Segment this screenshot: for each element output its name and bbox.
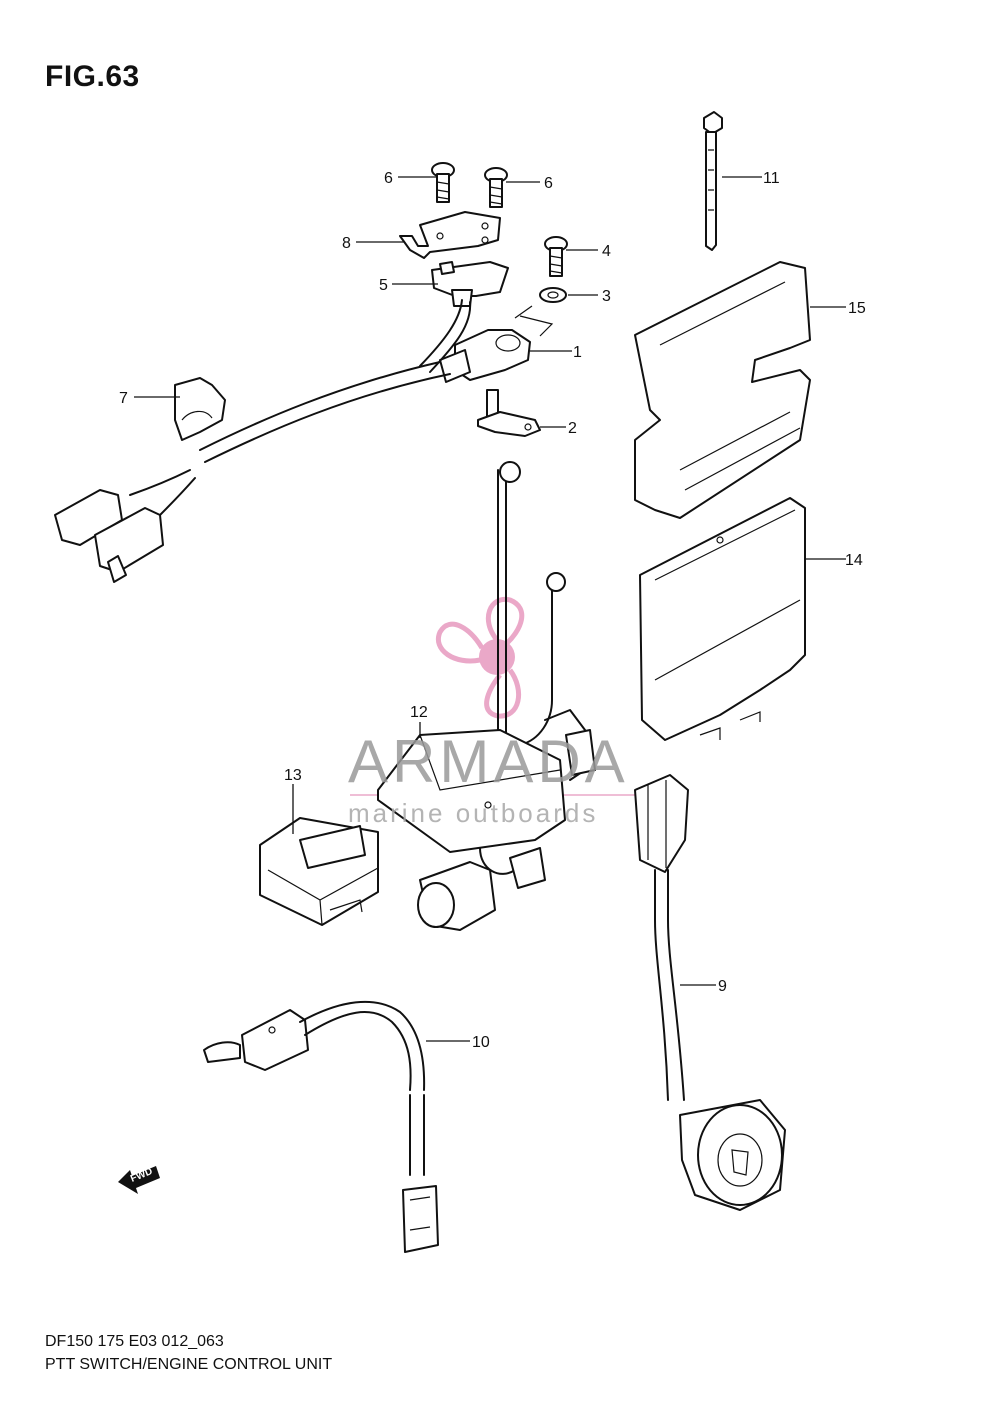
label-part-3: 3	[602, 288, 611, 305]
label-part-6-right: 6	[544, 175, 553, 192]
screw-part-4	[544, 236, 568, 277]
relay-part-13	[259, 817, 379, 926]
label-part-9: 9	[718, 978, 727, 995]
screw-part-6-right	[484, 167, 508, 208]
label-part-6-left: 6	[384, 170, 393, 187]
label-part-5: 5	[379, 277, 388, 294]
label-part-2: 2	[568, 420, 577, 437]
washer-part-3	[539, 287, 567, 303]
sensor-harness	[54, 299, 472, 583]
label-part-15: 15	[848, 300, 866, 317]
clamp-part-7	[174, 377, 226, 441]
label-part-10: 10	[472, 1034, 490, 1051]
label-part-11: 11	[763, 170, 780, 187]
watermark-brand: ARMADA	[348, 728, 629, 795]
harness-part-9	[634, 774, 786, 1211]
ecu-part-14	[639, 497, 806, 741]
figure-caption: PTT SWITCH/ENGINE CONTROL UNIT	[45, 1356, 333, 1373]
label-part-14: 14	[845, 552, 863, 569]
watermark-tagline: marine outboards	[348, 798, 598, 828]
screw-part-6-left	[431, 162, 455, 203]
bracket-part-8	[399, 211, 501, 259]
label-part-4: 4	[602, 243, 611, 260]
trim-sensor-part-1	[439, 305, 554, 383]
micro-switch-part-5	[431, 261, 509, 307]
figure-code: DF150 175 E03 012_063	[45, 1333, 224, 1350]
label-part-1: 1	[573, 344, 582, 361]
figure-title: FIG.63	[45, 60, 140, 93]
harness-part-10	[203, 1000, 439, 1253]
label-part-7: 7	[119, 390, 128, 407]
cable-tie-part-11	[703, 111, 723, 251]
ecu-cover-part-15	[634, 261, 811, 519]
regulator-part-12	[377, 461, 596, 931]
label-part-12: 12	[410, 704, 428, 721]
leader-lines	[134, 176, 846, 1042]
arrow-left-icon: FWD	[118, 1166, 160, 1194]
lever-part-2	[477, 389, 541, 437]
label-part-8: 8	[342, 235, 351, 252]
label-part-13: 13	[284, 767, 302, 784]
